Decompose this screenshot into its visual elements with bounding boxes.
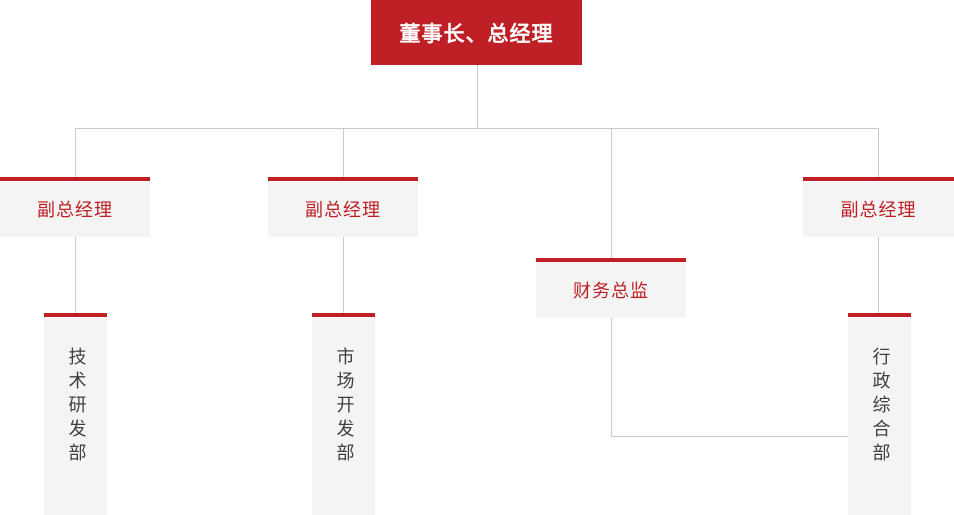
connector-vp1-to-rd-dept <box>75 237 76 317</box>
node-vice-general-manager-2[interactable]: 副总经理 <box>268 177 418 237</box>
node-department-admin-label: 行政综合部 <box>869 347 891 467</box>
node-vice-general-manager-2-label: 副总经理 <box>305 200 381 221</box>
node-vice-general-manager-3[interactable]: 副总经理 <box>803 177 954 237</box>
node-department-rd-label: 技术研发部 <box>65 347 87 467</box>
connector-vp2-to-market-dept <box>343 237 344 317</box>
node-financial-director-label: 财务总监 <box>573 281 649 302</box>
node-department-admin[interactable]: 行政综合部 <box>848 313 911 515</box>
node-department-rd[interactable]: 技术研发部 <box>44 313 107 515</box>
node-vice-general-manager-1[interactable]: 副总经理 <box>0 177 150 237</box>
node-department-market-label: 市场开发部 <box>333 347 355 467</box>
connector-root-stem <box>477 65 478 128</box>
connector-cfo-elbow-vertical <box>611 318 612 436</box>
connector-cfo-elbow-horizontal <box>611 436 848 437</box>
connector-drop-vp1 <box>75 128 76 177</box>
node-vice-general-manager-3-label: 副总经理 <box>840 200 917 221</box>
node-chairman-label: 董事长、总经理 <box>399 21 554 46</box>
node-chairman-general-manager[interactable]: 董事长、总经理 <box>371 0 582 65</box>
node-department-market[interactable]: 市场开发部 <box>312 313 375 515</box>
connector-vp3-to-admin-dept <box>878 237 879 317</box>
connector-drop-vp2 <box>343 128 344 177</box>
node-financial-director[interactable]: 财务总监 <box>536 258 686 318</box>
connector-level2-bus <box>75 128 879 129</box>
connector-drop-vp3 <box>878 128 879 177</box>
node-vice-general-manager-1-label: 副总经理 <box>37 200 113 221</box>
connector-drop-cfo <box>611 128 612 258</box>
